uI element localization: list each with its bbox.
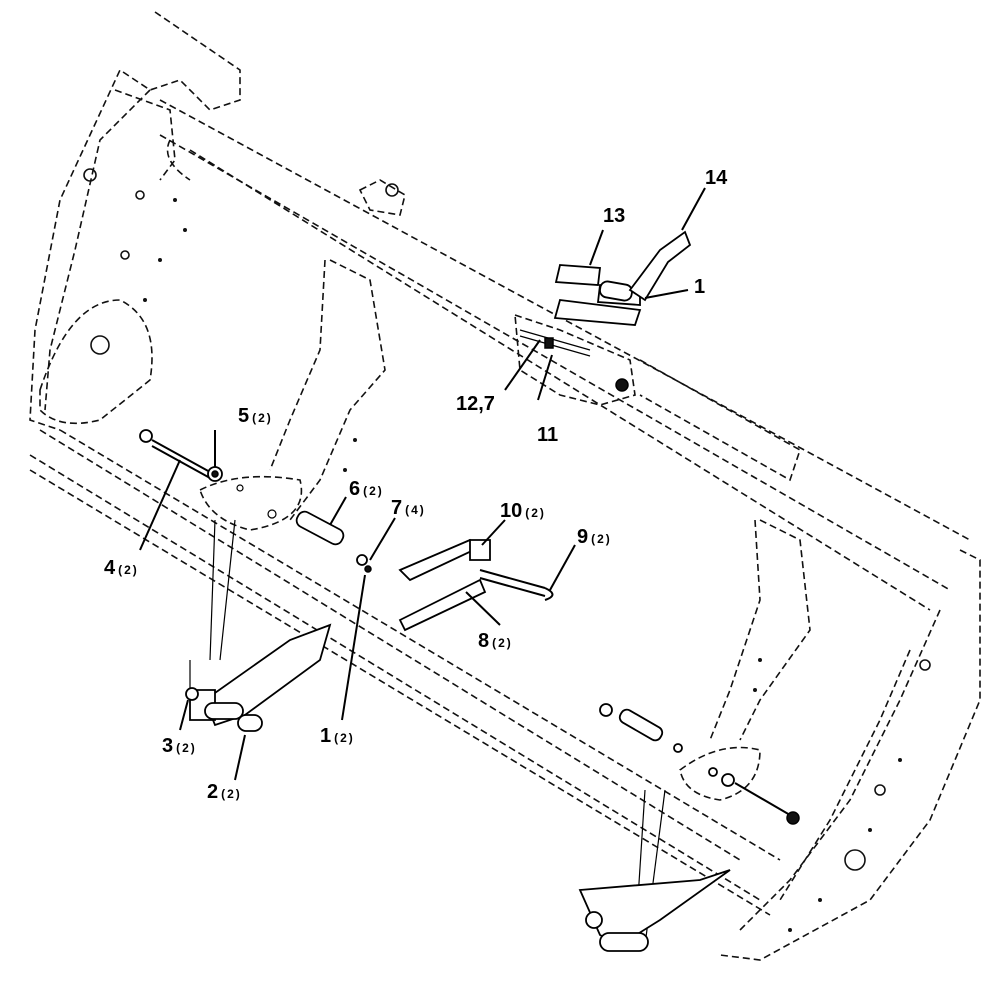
callout-2: 2(2) xyxy=(207,781,242,803)
callout-11: 11 xyxy=(537,424,558,446)
left-pivot-parts xyxy=(139,429,372,573)
callout-5: 5(2) xyxy=(238,405,273,427)
right-pivot-parts xyxy=(599,703,800,825)
callout-7: 7(4) xyxy=(391,497,426,519)
leader-arrows xyxy=(139,187,706,781)
callout-1-top: 1 xyxy=(694,276,705,298)
callout-9: 9(2) xyxy=(577,526,612,548)
brace-assembly xyxy=(398,538,554,632)
callout-12-7: 12,7 xyxy=(456,393,495,415)
header-frame-outline xyxy=(29,11,981,961)
callout-4: 4(2) xyxy=(104,557,139,579)
callout-1: 1(2) xyxy=(320,725,355,747)
callout-14: 14 xyxy=(705,167,728,189)
callout-labels: 14 13 1 12,7 11 5(2) 6(2) 7(4) 4(2) 10(2… xyxy=(104,167,728,803)
right-lift-arm xyxy=(578,789,731,952)
callout-6: 6(2) xyxy=(349,478,384,500)
left-lift-arm xyxy=(185,519,332,732)
callout-3: 3(2) xyxy=(162,735,197,757)
callout-10: 10(2) xyxy=(500,500,546,522)
callout-13: 13 xyxy=(603,205,625,227)
pivot-assembly xyxy=(519,230,692,392)
callout-8: 8(2) xyxy=(478,630,513,652)
